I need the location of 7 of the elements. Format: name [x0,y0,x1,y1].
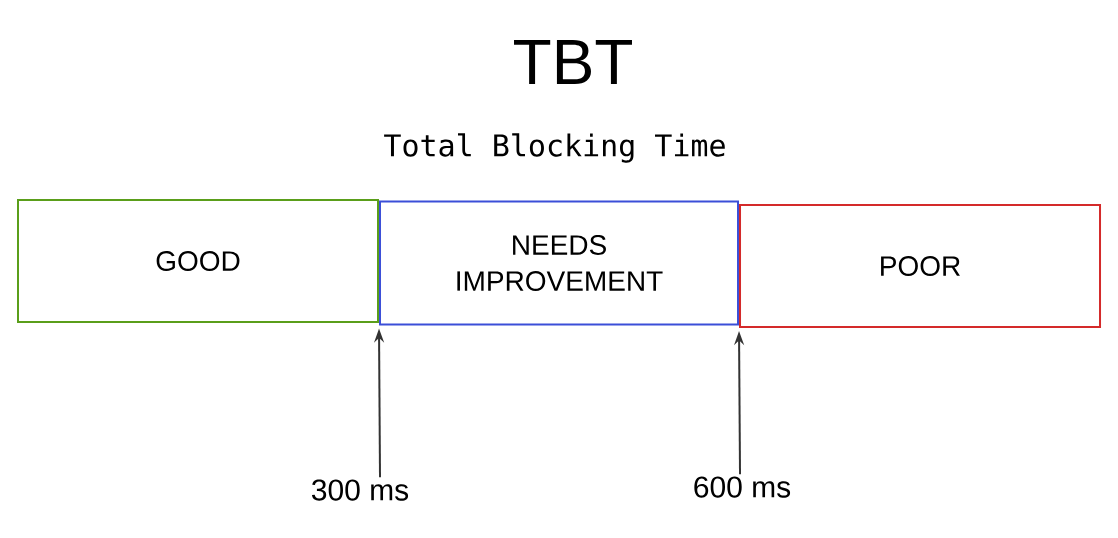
threshold-label: 300 ms [311,479,409,501]
rating-box: NEEDS IMPROVEMENT [379,200,739,326]
rating-box: GOOD [17,199,379,323]
threshold-label: 600 ms [694,476,791,498]
rating-box: POOR [739,204,1101,328]
title: TBT [514,40,632,84]
subtitle: Total Blocking Time [384,133,725,163]
